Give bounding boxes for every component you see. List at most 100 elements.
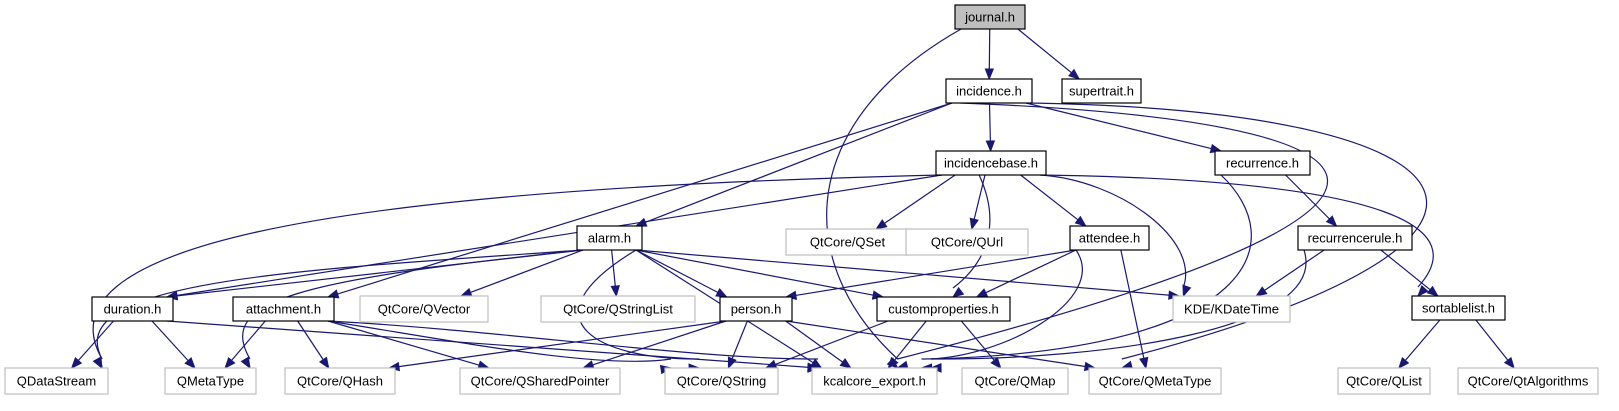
- edge-duration-to-kcalcore_export: [166, 320, 810, 368]
- arrowhead-person-to-kcalcore_export: [839, 358, 852, 369]
- node-label: duration.h: [104, 302, 162, 317]
- node-supertrait[interactable]: supertrait.h: [1061, 78, 1142, 104]
- node-person[interactable]: person.h: [719, 296, 793, 322]
- node-incidencebase[interactable]: incidencebase.h: [935, 150, 1047, 176]
- node-label: attendee.h: [1079, 231, 1140, 246]
- edge-attendee-to-qtcore_qmetatype: [1120, 249, 1145, 360]
- edge-incidence-to-alarm: [644, 102, 953, 224]
- edge-attendee-to-kcalcore_export: [921, 249, 1083, 360]
- node-attachment[interactable]: attachment.h: [232, 296, 335, 322]
- node-label: QtCore/QSharedPointer: [471, 374, 610, 389]
- node-box: [1411, 295, 1506, 321]
- node-label: attachment.h: [246, 302, 321, 317]
- node-kdatetime: KDE/KDateTime: [1172, 295, 1291, 323]
- node-qstringlist: QtCore/QStringList: [540, 295, 696, 323]
- node-qvector: QtCore/QVector: [359, 295, 489, 323]
- node-qmap: QtCore/QMap: [961, 367, 1069, 395]
- node-alarm[interactable]: alarm.h: [576, 225, 643, 251]
- node-label: supertrait.h: [1069, 84, 1134, 99]
- arrowhead-attendee-to-customproperties: [975, 288, 989, 298]
- node-label: QtCore/QVector: [378, 302, 471, 317]
- node-qurl: QtCore/QUrl: [905, 228, 1029, 256]
- node-label: incidence.h: [956, 84, 1022, 99]
- edge-recurrencerule-to-kdatetime: [1263, 249, 1325, 292]
- node-box: [954, 4, 1026, 30]
- edge-duration-to-qdatastream: [77, 320, 114, 362]
- node-customproperties[interactable]: customproperties.h: [876, 296, 1011, 322]
- node-box: [232, 296, 335, 322]
- node-duration[interactable]: duration.h: [91, 296, 174, 322]
- node-sortablelist[interactable]: sortablelist.h: [1411, 295, 1506, 321]
- node-qlist: QtCore/QList: [1337, 367, 1431, 395]
- edge-journal-to-kcalcore_export: [826, 28, 962, 360]
- node-journal[interactable]: journal.h: [954, 4, 1026, 30]
- arrowhead-recurrencerule-to-sortablelist: [1426, 285, 1439, 297]
- edge-alarm-to-kdatetime: [635, 249, 1171, 296]
- node-box: [905, 228, 1029, 256]
- node-qtalgorithms: QtCore/QtAlgorithms: [1457, 367, 1599, 395]
- node-label: QtCore/QString: [677, 374, 767, 389]
- arrowhead-customproperties-to-kcalcore_export: [887, 356, 899, 370]
- node-label: recurrence.h: [1226, 156, 1299, 171]
- edge-incidencebase-to-qdatastream: [92, 174, 943, 360]
- arrowhead-incidence-to-incidencebase: [985, 140, 996, 153]
- node-label: customproperties.h: [888, 302, 999, 317]
- arrowhead-duration-to-qdatastream: [70, 357, 83, 370]
- edge-attachment-to-qmetatype: [230, 320, 266, 362]
- node-box: [811, 367, 938, 395]
- edge-person-to-qhash: [397, 320, 727, 368]
- arrowhead-recurrence-to-recurrencerule: [1325, 215, 1338, 227]
- edge-incidence-to-incidencebase: [988, 102, 991, 143]
- node-label: journal.h: [964, 10, 1015, 25]
- arrowhead-alarm-to-qdatastream: [92, 356, 103, 370]
- arrowhead-duration-to-qmetatype: [184, 357, 196, 369]
- edge-incidencebase-to-qurl: [973, 174, 986, 221]
- edge-person-to-qsharedpointer: [591, 320, 727, 366]
- edge-customproperties-to-qmap: [960, 320, 996, 362]
- arrowhead-incidencebase-to-qset: [875, 219, 888, 230]
- edge-attachment-to-kcalcore_export: [327, 320, 819, 360]
- node-label: sortablelist.h: [1422, 301, 1495, 316]
- edge-alarm-to-qvector: [469, 249, 584, 294]
- node-attendee[interactable]: attendee.h: [1069, 225, 1150, 251]
- node-recurrencerule[interactable]: recurrencerule.h: [1297, 225, 1413, 251]
- node-label: QMetaType: [177, 374, 244, 389]
- node-qstring: QtCore/QString: [664, 367, 779, 395]
- node-box: [876, 296, 1011, 322]
- edge-alarm-to-qstringlist: [611, 249, 616, 288]
- node-label: QDataStream: [17, 374, 96, 389]
- node-label: QtCore/QtAlgorithms: [1468, 374, 1589, 389]
- edge-incidence-to-attachment: [336, 102, 953, 295]
- edge-recurrencerule-to-kcalcore_export: [930, 249, 1307, 360]
- node-recurrence[interactable]: recurrence.h: [1214, 150, 1311, 176]
- arrowhead-incidencebase-to-qurl: [969, 217, 979, 231]
- node-box: [540, 295, 696, 323]
- node-label: QtCore/QMetaType: [1099, 374, 1212, 389]
- node-qset: QtCore/QSet: [785, 228, 910, 256]
- arrowhead-person-to-qstring: [727, 356, 737, 370]
- node-label: person.h: [731, 302, 782, 317]
- node-box: [1457, 367, 1599, 395]
- edge-sortablelist-to-qtalgorithms: [1475, 319, 1509, 362]
- node-box: [664, 367, 779, 395]
- node-qmetatype: QMetaType: [164, 367, 257, 395]
- edge-attachment-to-qstring: [327, 320, 672, 362]
- edge-incidencebase-to-qset: [883, 174, 956, 225]
- arrowhead-customproperties-to-qmap: [990, 356, 1002, 370]
- node-label: QtCore/QUrl: [931, 235, 1003, 250]
- arrowhead-incidencebase-to-customproperties: [951, 286, 965, 298]
- node-incidence[interactable]: incidence.h: [945, 78, 1033, 104]
- node-box: [1061, 78, 1142, 104]
- edge-person-to-qstring: [731, 320, 748, 360]
- edge-alarm-to-qmetatype: [241, 249, 584, 360]
- arrowhead-alarm-to-qstringlist: [610, 285, 620, 298]
- node-box: [961, 367, 1069, 395]
- node-box: [459, 367, 621, 395]
- edge-duration-to-qmetatype: [151, 320, 190, 362]
- node-box: [359, 295, 489, 323]
- node-box: [1214, 150, 1311, 176]
- arrowhead-incidencebase-to-sortablelist: [1417, 285, 1429, 297]
- edge-recurrence-to-kcalcore_export: [930, 174, 1252, 360]
- edge-sortablelist-to-qlist: [1404, 319, 1441, 362]
- node-box: [1337, 367, 1431, 395]
